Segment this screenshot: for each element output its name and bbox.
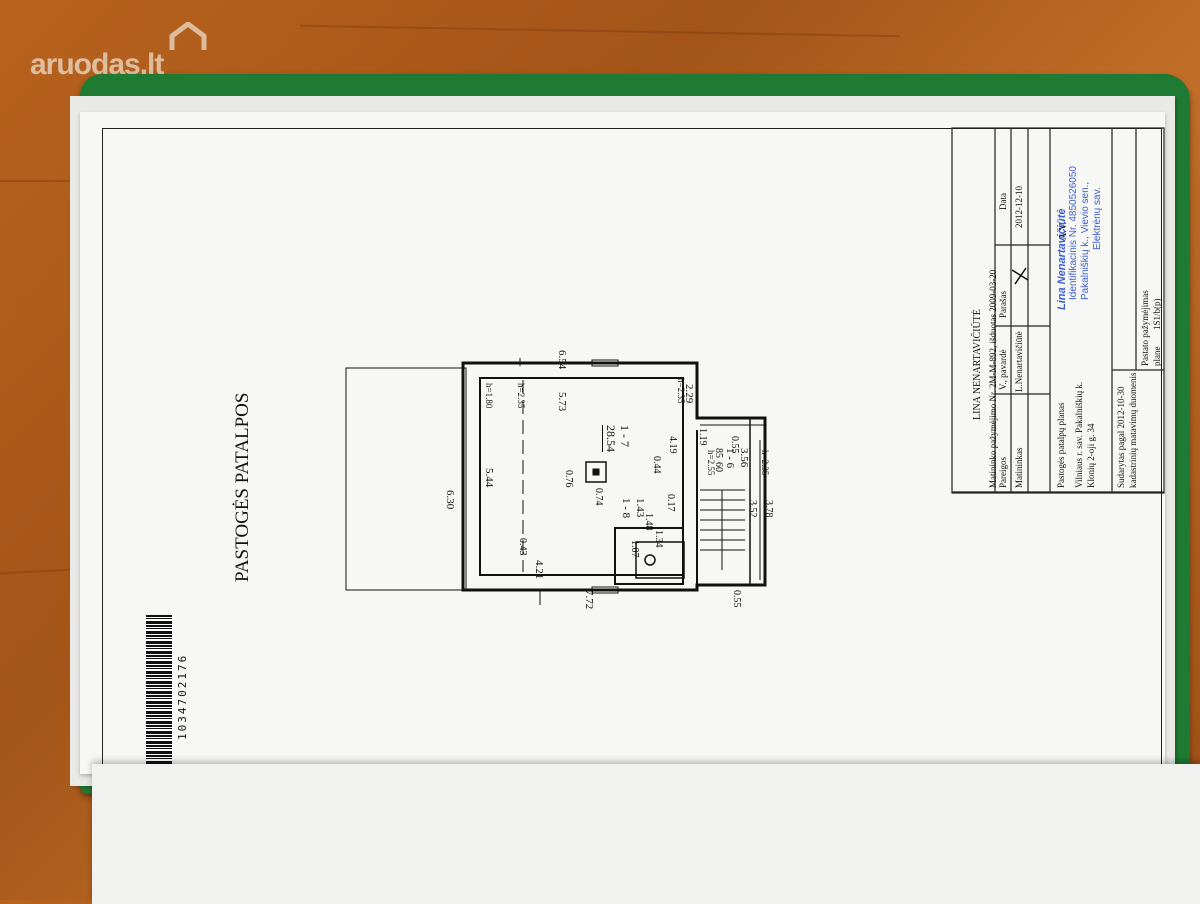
wood-grain xyxy=(0,180,80,182)
cert-label-2: plane xyxy=(1152,346,1162,367)
row-role: Matininkas xyxy=(1014,447,1024,489)
cert-code: 1S1/b(p) xyxy=(1152,298,1162,331)
compiled-note: Sudarytas pagal 2012-10-30 xyxy=(1116,386,1126,488)
watermark-house-icon xyxy=(169,22,207,50)
document-sheet xyxy=(80,112,1165,774)
address-line-2: Klonių 2-oji g. 34 xyxy=(1086,423,1096,489)
stamp-av: A.V. xyxy=(1058,221,1069,240)
open-page-foreground xyxy=(92,764,1200,904)
surveyor-company: LINA NENARTAVIČIŪTĖ xyxy=(972,309,983,420)
col-pareigos: Pareigos xyxy=(998,457,1008,488)
stamp-line-4: Elektrėnų sav. xyxy=(1092,187,1103,250)
col-parasas: Parašas xyxy=(998,291,1008,318)
cert-label: Pastato pažymėjimas xyxy=(1140,290,1150,366)
compiled-note-2: kadastrinių matavimų duomenis xyxy=(1128,372,1138,488)
plan-name: Pastogės patalpų planas xyxy=(1056,402,1066,488)
row-date: 2012-12-10 xyxy=(1014,186,1024,228)
surveyor-license: Matininko pažymėjimo Nr. 2M-M-892, išduo… xyxy=(988,269,998,488)
col-pavarde: V., pavardė xyxy=(998,349,1008,390)
col-data: Data xyxy=(998,193,1008,210)
row-name: L.Nenartavičiūtė xyxy=(1014,331,1024,392)
stamp-line-2: Identifikacinis Nr. 4850526050 xyxy=(1068,166,1079,300)
barcode xyxy=(146,615,172,775)
address-line-1: Vilniaus r. sav. Pakalniškių k. xyxy=(1074,381,1084,488)
stamp-line-3: Pakalniškių k., Vievio sen., xyxy=(1080,181,1091,300)
